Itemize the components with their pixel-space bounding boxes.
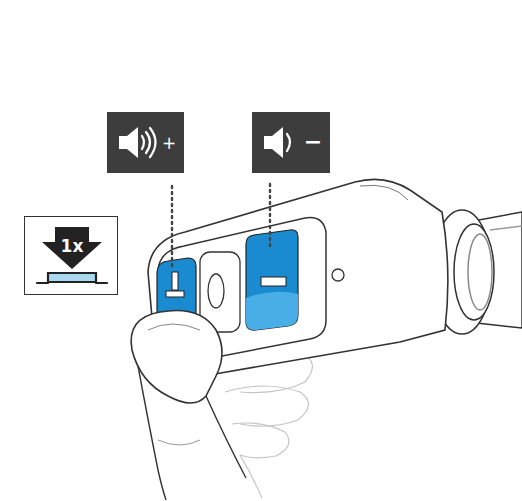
volume-up-icon: + — [107, 112, 184, 173]
thumb — [131, 310, 246, 500]
icon-graphic — [25, 217, 119, 296]
mic-hole — [332, 269, 344, 281]
volume-down-icon: − — [252, 112, 330, 173]
icon-stroke — [142, 136, 144, 149]
press-once-icon: 1x — [24, 216, 118, 295]
icon-label: − — [304, 131, 322, 153]
icon-stroke — [146, 132, 150, 153]
icon-stroke — [42, 227, 102, 269]
plus-mark — [172, 272, 178, 290]
icon-stroke — [119, 127, 138, 158]
icon-label: + — [162, 135, 176, 152]
icon-stroke — [37, 282, 107, 284]
volume-down-button — [246, 230, 298, 330]
minus-mark — [261, 277, 286, 286]
icon-stroke — [48, 273, 96, 282]
button-highlight — [246, 292, 298, 330]
button-dimple — [208, 274, 224, 308]
leader-line — [172, 184, 270, 266]
icon-label: 1x — [61, 238, 84, 255]
body-edge — [360, 185, 408, 200]
plus-mark — [166, 291, 184, 297]
icon-stroke — [264, 127, 283, 158]
icon-stroke — [150, 128, 156, 157]
icon-stroke — [287, 134, 290, 151]
